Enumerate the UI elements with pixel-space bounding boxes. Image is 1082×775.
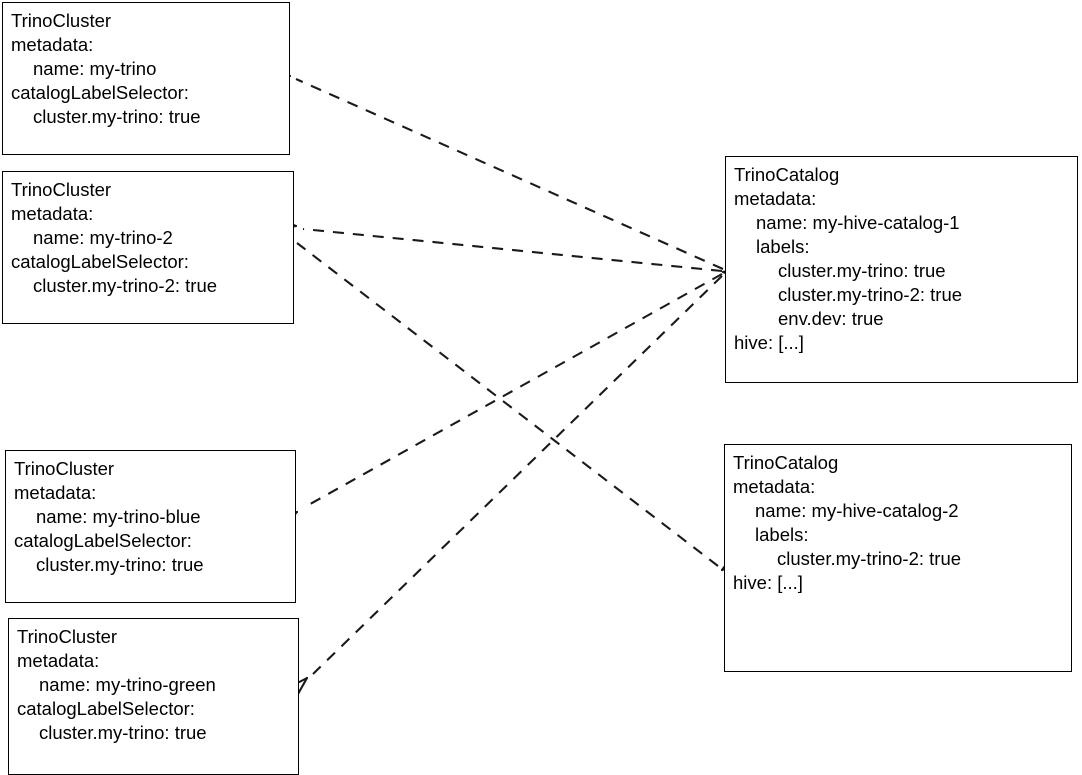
node-line: hive: [...] <box>733 572 803 593</box>
node-line: metadata: <box>734 188 817 209</box>
node-cluster-my-trino-blue[interactable]: TrinoCluster metadata: name: my-trino-blue… <box>5 450 296 603</box>
node-line: name: my-hive-catalog-1 <box>756 212 960 233</box>
node-line: TrinoCatalog <box>733 452 839 473</box>
node-line: hive: [...] <box>734 332 804 353</box>
node-line: TrinoCluster <box>11 10 112 31</box>
node-line: metadata: <box>11 203 94 224</box>
node-line: catalogLabelSelector: <box>11 251 189 272</box>
edge-catalog1-to-my-trino-green <box>312 275 723 675</box>
node-line: catalogLabelSelector: <box>14 530 192 551</box>
node-line: cluster.my-trino-2: true <box>778 284 963 305</box>
node-line: metadata: <box>17 650 100 671</box>
node-line: name: my-trino-blue <box>36 506 201 527</box>
node-catalog-my-hive-catalog-2[interactable]: TrinoCatalog metadata: name: my-hive-catal… <box>724 444 1072 672</box>
node-line: name: my-trino-2 <box>33 227 173 248</box>
edge-catalog1-to-my-trino-blue <box>302 273 723 509</box>
node-line: cluster.my-trino-2: true <box>777 548 962 569</box>
node-line: env.dev: true <box>778 308 884 329</box>
node-line: name: my-trino <box>33 58 157 79</box>
node-line: name: my-hive-catalog-2 <box>755 500 959 521</box>
node-line: metadata: <box>14 482 97 503</box>
node-line: cluster.my-trino-2: true <box>33 275 218 296</box>
node-line: metadata: <box>11 34 94 55</box>
node-catalog-my-hive-catalog-1[interactable]: TrinoCatalog metadata: name: my-hive-catal… <box>725 156 1078 383</box>
edge-catalog1-to-my-trino-2 <box>302 227 723 273</box>
node-cluster-my-trino[interactable]: TrinoCluster metadata: name: my-trino catal… <box>2 2 290 155</box>
node-line: cluster.my-trino: true <box>39 722 207 743</box>
node-line: labels: <box>756 236 810 257</box>
node-line: metadata: <box>733 476 816 497</box>
node-line: name: my-trino-green <box>39 674 216 695</box>
edge-catalog2-to-my-trino-2 <box>296 242 719 567</box>
node-line: TrinoCluster <box>11 179 112 200</box>
node-cluster-my-trino-2[interactable]: TrinoCluster metadata: name: my-trino-2 cat… <box>2 171 294 324</box>
node-line: TrinoCluster <box>14 458 115 479</box>
node-line: catalogLabelSelector: <box>11 82 189 103</box>
edge-catalog1-to-my-trino <box>295 78 724 270</box>
node-line: cluster.my-trino: true <box>33 106 201 127</box>
node-line: cluster.my-trino: true <box>778 260 946 281</box>
node-line: TrinoCluster <box>17 626 118 647</box>
node-line: cluster.my-trino: true <box>36 554 204 575</box>
node-cluster-my-trino-green[interactable]: TrinoCluster metadata: name: my-trino-gree… <box>8 618 299 775</box>
node-line: labels: <box>755 524 809 545</box>
node-line: catalogLabelSelector: <box>17 698 195 719</box>
node-line: TrinoCatalog <box>734 164 840 185</box>
